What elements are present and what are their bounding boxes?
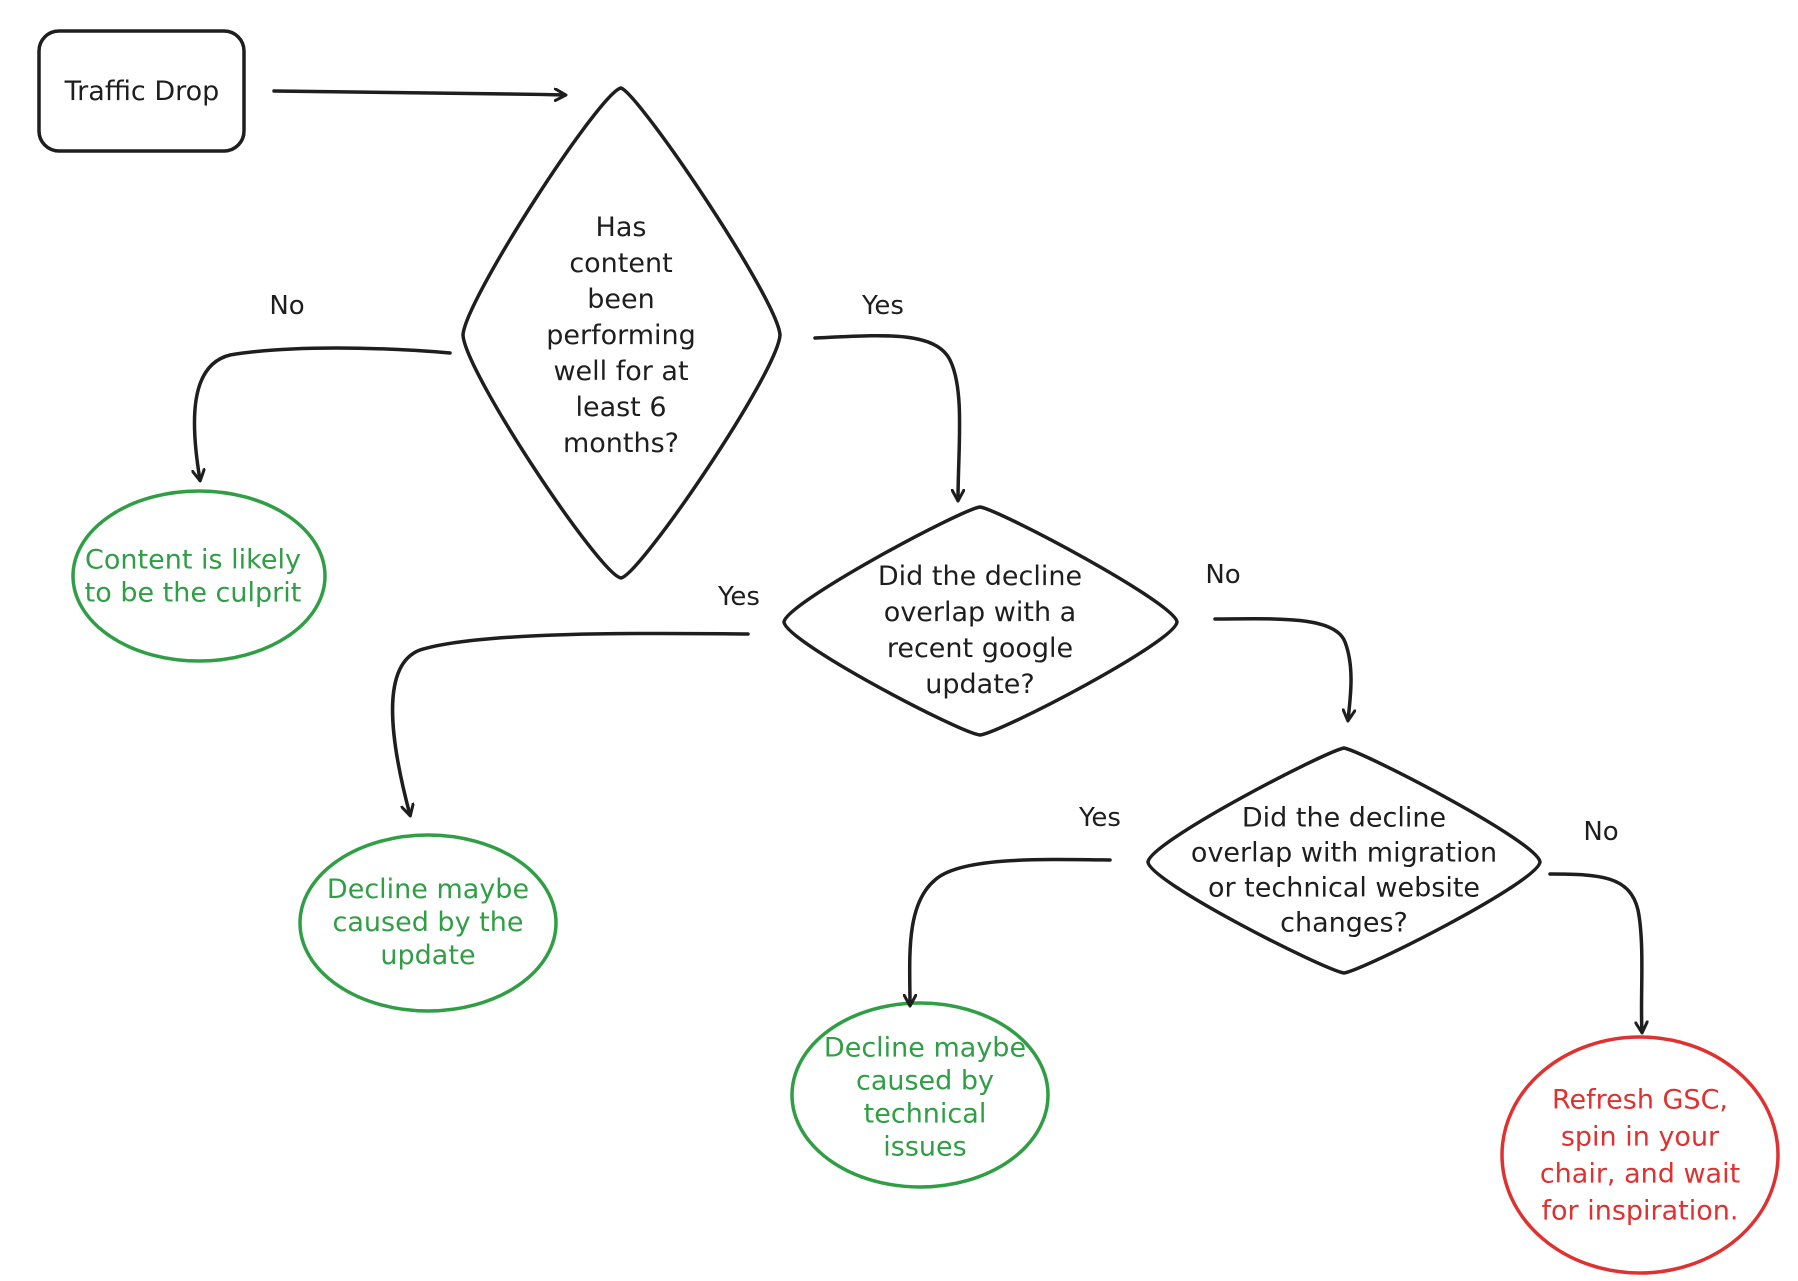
node-text-line: overlap with migration xyxy=(1191,838,1497,869)
node-text-line: performing xyxy=(546,320,696,351)
outcome-technical-ellipse xyxy=(790,1001,1050,1189)
node-text-line: Did the decline xyxy=(1242,803,1446,834)
node-text-line: update xyxy=(380,940,475,971)
decision-q3-text: Did the decline overlap with migration or … xyxy=(1191,803,1497,939)
decision-q1[interactable]: Has content been performing well for at least… xyxy=(461,86,782,580)
edge-start-to-q1 xyxy=(272,91,565,95)
edge-label-q1-no: No xyxy=(269,291,304,321)
outcome-refresh-ellipse xyxy=(1500,1035,1780,1275)
start-node[interactable]: Traffic Drop xyxy=(37,29,246,153)
node-text-line: Did the decline xyxy=(878,561,1082,592)
node-text-line: Refresh GSC, xyxy=(1552,1085,1728,1116)
decision-q3-diamond xyxy=(1146,746,1542,975)
node-text-line: Content is likely xyxy=(85,545,301,576)
edge-q3-no xyxy=(1548,872,1642,1032)
node-text-line: been xyxy=(587,284,654,315)
decision-q1-diamond xyxy=(461,86,782,580)
node-text-line: recent google xyxy=(887,633,1073,664)
decision-q3[interactable]: Did the decline overlap with migration or … xyxy=(1146,746,1542,975)
edge-label-q2-no: No xyxy=(1205,560,1240,590)
outcome-refresh[interactable]: Refresh GSC, spin in your chair, and wait f… xyxy=(1500,1035,1780,1275)
node-text-line: spin in your xyxy=(1561,1122,1720,1153)
node-text-line: or technical website xyxy=(1208,873,1480,904)
node-text-line: technical xyxy=(864,1099,987,1130)
edge-q2-no xyxy=(1213,617,1351,720)
node-text-line: caused by xyxy=(856,1066,994,1097)
decision-q2-diamond xyxy=(782,505,1179,737)
node-text-line: Decline maybe xyxy=(824,1033,1026,1064)
node-text-line: caused by the xyxy=(333,907,524,938)
decision-q1-text: Has content been performing well for at least… xyxy=(546,212,696,459)
node-text-line: to be the culprit xyxy=(85,578,302,609)
outcome-update-ellipse xyxy=(298,833,558,1013)
edge-q1-yes xyxy=(813,333,960,500)
node-text-line: Decline maybe xyxy=(327,874,529,905)
node-text-line: overlap with a xyxy=(884,597,1076,628)
node-text-line: Traffic Drop xyxy=(64,76,220,107)
node-text-line: months? xyxy=(563,428,679,459)
start-node-box xyxy=(37,29,246,153)
edge-label-q1-yes: Yes xyxy=(861,291,904,321)
node-text-line: Has xyxy=(596,212,647,243)
node-text-line: content xyxy=(569,248,672,279)
edge-label-q3-yes: Yes xyxy=(1078,803,1121,833)
edge-label-q3-no: No xyxy=(1583,817,1618,847)
node-text-line: chair, and wait xyxy=(1540,1159,1740,1190)
start-node-text: Traffic Drop xyxy=(64,76,220,107)
edge-q2-yes xyxy=(390,631,750,815)
node-text-line: update? xyxy=(925,669,1034,700)
decision-q2-text: Did the decline overlap with a recent goog… xyxy=(878,561,1082,700)
edge-q1-no xyxy=(194,346,452,480)
decision-q2[interactable]: Did the decline overlap with a recent goog… xyxy=(782,505,1179,737)
node-text-line: changes? xyxy=(1280,908,1408,939)
node-text-line: least 6 xyxy=(575,392,666,423)
outcome-content-culprit-ellipse xyxy=(71,489,327,663)
node-text-line: issues xyxy=(883,1132,966,1163)
edge-q3-yes xyxy=(910,857,1112,1005)
outcome-refresh-text: Refresh GSC, spin in your chair, and wait f… xyxy=(1540,1085,1740,1227)
edge-label-q2-yes: Yes xyxy=(717,582,760,612)
node-text-line: well for at xyxy=(553,356,688,387)
node-text-line: for inspiration. xyxy=(1542,1196,1739,1227)
